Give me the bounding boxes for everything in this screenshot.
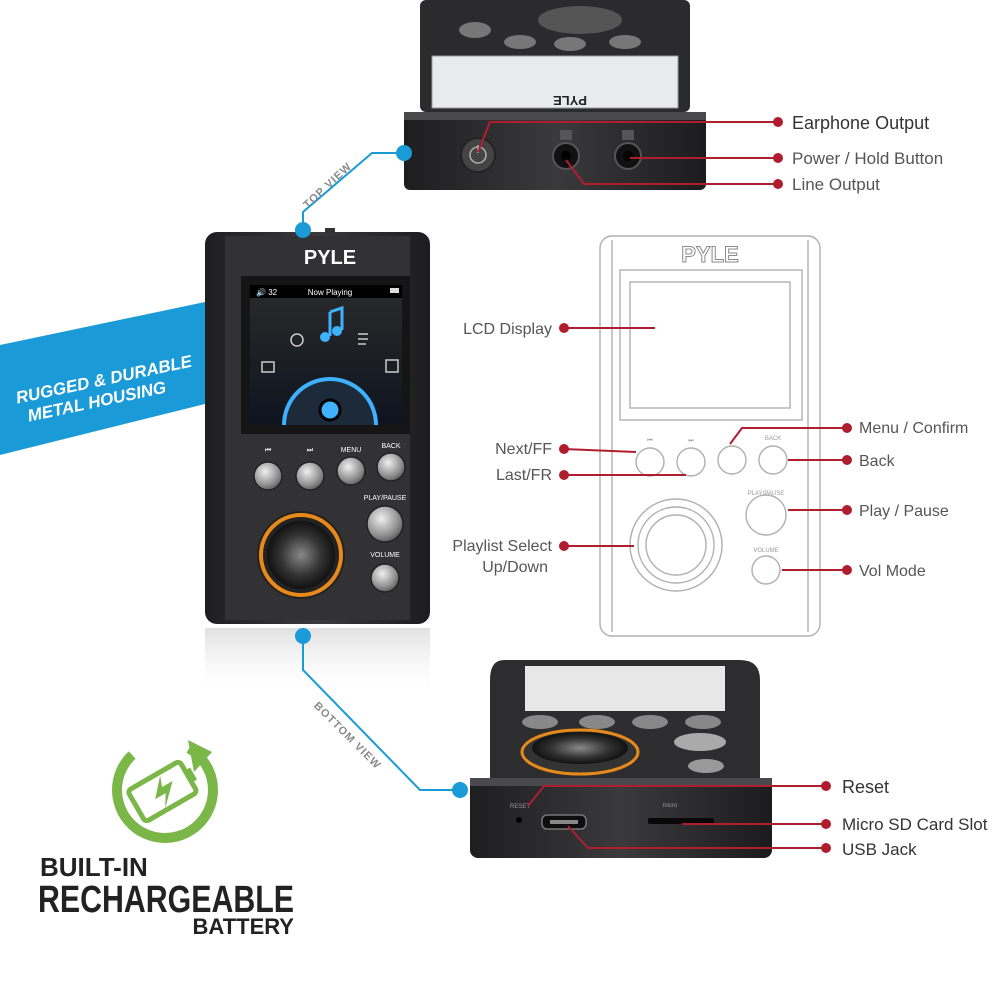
outline-prev-label: ⏮ bbox=[647, 438, 653, 444]
svg-text:PLAY/PAUSE: PLAY/PAUSE bbox=[364, 495, 407, 502]
callout-dot bbox=[821, 819, 831, 829]
callout-playlist-select: Playlist Select bbox=[452, 538, 552, 555]
play-pause-button[interactable]: PLAY/PAUSE bbox=[364, 495, 407, 543]
outline-brand-logo: PYLE bbox=[681, 242, 738, 267]
front-brand-logo: PYLE bbox=[304, 247, 356, 269]
svg-text:VOLUME: VOLUME bbox=[370, 552, 400, 559]
bottom-connector-dot-end bbox=[452, 782, 468, 798]
outline-next-label: ⏭ bbox=[688, 438, 694, 444]
disc-icon bbox=[318, 398, 342, 422]
callout-usb-jack: USB Jack bbox=[842, 840, 917, 859]
callout-dot bbox=[773, 153, 783, 163]
bottom-view-device: RESET micro bbox=[470, 660, 772, 858]
front-outline-device bbox=[599, 235, 821, 637]
callouts-front-right bbox=[729, 427, 847, 571]
callout-menu-confirm: Menu / Confirm bbox=[859, 420, 968, 437]
radio-icon bbox=[385, 359, 399, 373]
settings-gear-icon bbox=[290, 333, 304, 347]
callout-back: Back bbox=[859, 453, 896, 470]
prev-button[interactable]: ⏮ bbox=[253, 447, 283, 491]
battery-icon bbox=[126, 759, 199, 824]
top-view-brand: PYLE bbox=[553, 93, 587, 108]
battery-line-2: RECHARGEABLE bbox=[38, 879, 294, 921]
callout-lcd-display: LCD Display bbox=[463, 321, 552, 338]
callouts-front-left bbox=[563, 327, 686, 547]
reset-port-label: RESET bbox=[510, 804, 530, 810]
top-view-tag: TOP VIEW bbox=[301, 160, 354, 211]
reset-pinhole[interactable] bbox=[516, 817, 522, 823]
line-output-jack[interactable] bbox=[552, 130, 580, 170]
battery-line-1: BUILT-IN bbox=[40, 852, 148, 882]
callout-dot bbox=[559, 470, 569, 480]
callout-dot bbox=[842, 505, 852, 515]
top-view-device: PYLE bbox=[404, 0, 706, 190]
callouts-top bbox=[477, 121, 778, 185]
callout-vol-mode: Vol Mode bbox=[859, 563, 926, 580]
outline-play-pause-label: PLAY/PAUSE bbox=[748, 491, 784, 497]
callout-dot bbox=[559, 541, 569, 551]
top-view-connector bbox=[302, 152, 404, 230]
battery-line-3: BATTERY bbox=[193, 914, 295, 939]
callout-earphone-output: Earphone Output bbox=[792, 113, 929, 133]
bottom-connector-dot bbox=[295, 628, 311, 644]
micro-sd-slot[interactable] bbox=[648, 818, 714, 824]
screen-volume: 🔊 32 bbox=[256, 287, 278, 297]
callout-dot bbox=[559, 323, 569, 333]
svg-text:⏭: ⏭ bbox=[307, 447, 314, 454]
next-button[interactable]: ⏭ bbox=[295, 447, 325, 491]
callout-dot bbox=[773, 179, 783, 189]
callout-power-hold: Power / Hold Button bbox=[792, 149, 943, 168]
svg-text:BACK: BACK bbox=[381, 443, 400, 450]
svg-text:MENU: MENU bbox=[341, 447, 362, 454]
callout-reset: Reset bbox=[842, 777, 889, 797]
screen-title: Now Playing bbox=[308, 288, 352, 297]
back-button[interactable]: BACK bbox=[376, 443, 406, 482]
earphone-output-jack[interactable] bbox=[614, 130, 642, 170]
volume-button[interactable]: VOLUME bbox=[370, 552, 400, 593]
callout-dot bbox=[559, 444, 569, 454]
menu-button[interactable]: MENU bbox=[336, 447, 366, 486]
top-connector-dot-end bbox=[396, 145, 412, 161]
callouts-bottom bbox=[527, 785, 826, 849]
bottom-view-connector bbox=[302, 636, 460, 791]
lcd-screen: 🔊 32 Now Playing bbox=[241, 276, 410, 434]
bottom-view-tag: BOTTOM VIEW bbox=[311, 700, 383, 772]
micro-sd-port-label: micro bbox=[663, 803, 678, 809]
device-reflection bbox=[205, 628, 430, 698]
top-connector-dot bbox=[295, 222, 311, 238]
callout-dot bbox=[842, 565, 852, 575]
callout-up-down: Up/Down bbox=[482, 559, 548, 576]
callout-dot bbox=[821, 781, 831, 791]
music-note-icon bbox=[328, 305, 344, 336]
callout-dot bbox=[842, 423, 852, 433]
playlist-icon bbox=[358, 333, 368, 345]
outline-back-label: BACK bbox=[765, 436, 781, 442]
callout-micro-sd: Micro SD Card Slot bbox=[842, 815, 988, 834]
callout-next-ff: Next/FF bbox=[495, 441, 552, 458]
playlist-select-knob[interactable] bbox=[257, 511, 345, 599]
callout-line-output: Line Output bbox=[792, 175, 880, 194]
folder-icon bbox=[261, 361, 275, 373]
outline-volume-label: VOLUME bbox=[753, 548, 778, 554]
callout-dot bbox=[821, 843, 831, 853]
callout-dot bbox=[842, 455, 852, 465]
usb-jack[interactable] bbox=[541, 814, 587, 830]
power-hold-button[interactable] bbox=[460, 137, 496, 173]
battery-badge: BUILT-IN RECHARGEABLE BATTERY bbox=[38, 737, 295, 939]
callout-dot bbox=[773, 117, 783, 127]
svg-text:⏮: ⏮ bbox=[265, 447, 271, 454]
front-view-device: PYLE 🔊 32 Now Playing ⏮ ⏭ bbox=[205, 226, 430, 698]
callout-last-fr: Last/FR bbox=[496, 467, 552, 484]
callout-play-pause: Play / Pause bbox=[859, 503, 949, 520]
rugged-banner: RUGGED & DURABLE METAL HOUSING bbox=[0, 302, 205, 455]
